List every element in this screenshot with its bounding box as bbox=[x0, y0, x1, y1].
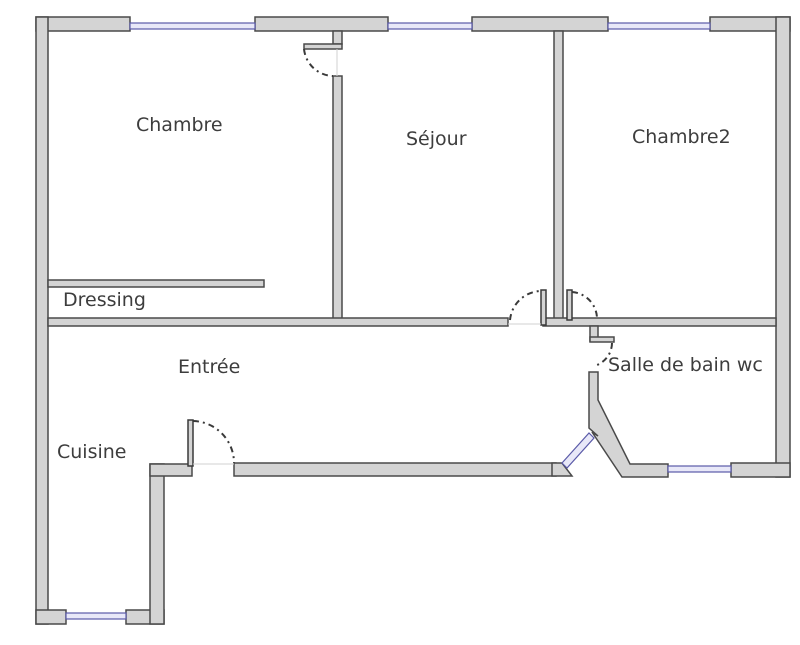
wall-entree-bottom bbox=[233, 462, 557, 477]
room-label-salle-de-bain: Salle de bain wc bbox=[608, 354, 763, 376]
room-label-chambre2: Chambre2 bbox=[632, 126, 731, 148]
room-label-entree: Entrée bbox=[178, 356, 241, 378]
wall-corner bbox=[551, 462, 574, 477]
window-sejour bbox=[387, 22, 473, 30]
wall-chambre-sejour-top bbox=[332, 30, 343, 45]
room-label-chambre: Chambre bbox=[136, 114, 223, 136]
room-label-cuisine: Cuisine bbox=[57, 441, 127, 463]
window-cuisine bbox=[65, 612, 127, 620]
door-leaf-sejour bbox=[540, 289, 547, 326]
wall-diagonal bbox=[588, 371, 669, 478]
window-chambre2 bbox=[607, 22, 711, 30]
dressing-shelf bbox=[47, 279, 265, 288]
door-arc-chambre2 bbox=[571, 291, 598, 319]
wall-cuisine-right bbox=[149, 463, 165, 625]
door-arc-entree bbox=[192, 420, 235, 464]
wall-sejour-chambre2 bbox=[553, 30, 564, 324]
room-label-sejour: Séjour bbox=[406, 128, 467, 150]
wall-top-3 bbox=[471, 16, 609, 32]
window-bathroom bbox=[667, 465, 732, 473]
door-leaf-entree bbox=[187, 419, 194, 467]
door-leaf-chambre2 bbox=[566, 289, 573, 321]
wall-horizontal-right bbox=[542, 317, 777, 327]
wall-chambre-sejour bbox=[332, 75, 343, 324]
window-diagonal bbox=[561, 432, 595, 469]
wall-horizontal-left bbox=[47, 317, 509, 327]
door-arc-bath bbox=[593, 342, 613, 367]
door-leaf-bath bbox=[589, 336, 615, 343]
wall-bath-bottom-right bbox=[730, 462, 791, 478]
window-chambre bbox=[129, 22, 256, 30]
door-leaf-chambre bbox=[303, 43, 343, 50]
wall-cuisine-bottom-left bbox=[35, 609, 67, 625]
door-arc-sejour bbox=[509, 290, 542, 321]
wall-top-2 bbox=[254, 16, 389, 32]
door-arc-chambre bbox=[303, 48, 334, 77]
room-label-dressing: Dressing bbox=[63, 289, 146, 311]
wall-right bbox=[775, 16, 791, 478]
wall-cuisine-top bbox=[149, 463, 193, 477]
wall-left bbox=[35, 16, 49, 625]
wall-top-1 bbox=[35, 16, 131, 32]
